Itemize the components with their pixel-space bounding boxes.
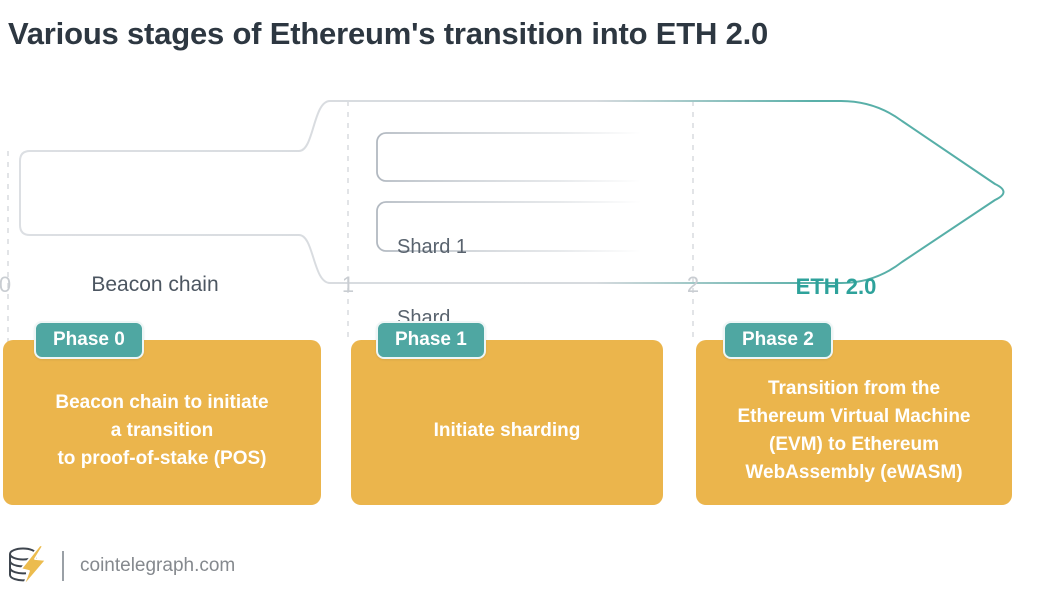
eth2-label: ETH 2.0 — [795, 274, 877, 299]
phase-0-description: Beacon chain to initiate a transition to… — [55, 391, 269, 469]
footer: cointelegraph.com — [6, 543, 235, 589]
phase-2-card: Transition from the Ethereum Virtual Mac… — [696, 340, 1012, 505]
shard-1-label: Shard 1 — [397, 236, 468, 258]
page-title: Various stages of Ethereum's transition … — [8, 16, 769, 51]
shard-1-box — [376, 132, 676, 182]
timeline-marker-0: 0 — [0, 272, 12, 297]
phase-1-description: Initiate sharding — [433, 419, 581, 441]
lightning-bolt-icon — [20, 544, 47, 588]
footer-divider — [62, 551, 64, 581]
timeline-marker-1: 1 — [341, 272, 355, 297]
shard-more-box — [376, 201, 676, 252]
phase-0-card: Beacon chain to initiate a transition to… — [3, 340, 321, 505]
timeline-marker-2: 2 — [686, 272, 700, 297]
timeline-arrow-graphic — [7, 100, 1005, 343]
transition-timeline-diagram: 0 1 2 Beacon chain Shard 1 Shard ... ETH… — [0, 90, 1050, 360]
phase-1-badge: Phase 1 — [376, 321, 486, 359]
phase-2-badge: Phase 2 — [723, 321, 833, 359]
cointelegraph-logo-icon — [9, 544, 47, 588]
phase-1-card: Initiate sharding — [351, 340, 663, 505]
phase-2-description: Transition from the Ethereum Virtual Mac… — [737, 377, 971, 483]
footer-site-label: cointelegraph.com — [80, 555, 236, 576]
beacon-chain-label: Beacon chain — [91, 273, 219, 296]
transition-arrow-outline — [19, 100, 1005, 284]
phase-0-badge: Phase 0 — [34, 321, 144, 359]
